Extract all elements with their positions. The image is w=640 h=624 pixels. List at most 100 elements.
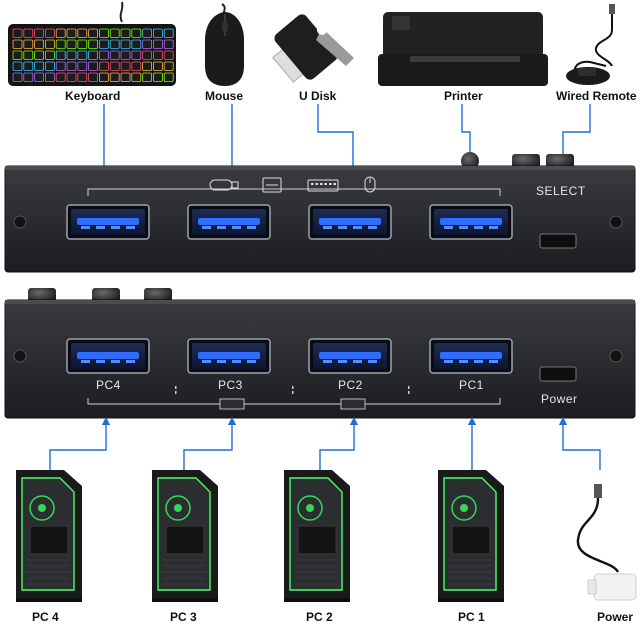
printer-icon <box>262 177 282 193</box>
device-label-printer: Printer <box>444 89 483 103</box>
port-label-pc2: PC2 <box>338 378 363 392</box>
pc-tower-icon-3 <box>284 470 350 602</box>
usb-port-pc2[interactable] <box>308 338 392 374</box>
keyboard-key <box>77 50 88 60</box>
select-button[interactable] <box>512 154 540 168</box>
keyboard-key <box>152 72 163 82</box>
keyboard-key <box>152 61 163 71</box>
usb-port-mouse[interactable] <box>429 204 513 240</box>
keyboard-key <box>152 28 163 38</box>
port-icon <box>340 398 366 410</box>
keyboard-key <box>120 50 131 60</box>
keyboard-key <box>23 72 34 82</box>
printer-icon <box>378 12 548 86</box>
device-label-power: Power <box>597 610 634 624</box>
keyboard-key <box>99 72 109 82</box>
keyboard-key <box>109 50 120 60</box>
keyboard-key <box>109 39 120 49</box>
usb-port-pc4[interactable] <box>66 338 150 374</box>
usb-port-pc1[interactable] <box>429 338 513 374</box>
keyboard-key <box>131 28 142 38</box>
keyboard-key <box>23 28 34 38</box>
select-button[interactable] <box>546 154 574 168</box>
device-label-mouse: Mouse <box>205 89 244 103</box>
keyboard-key <box>34 61 44 71</box>
keyboard-key <box>55 28 66 38</box>
keyboard-key <box>88 39 98 49</box>
keyboard-key <box>55 72 66 82</box>
keyboard-key <box>77 61 88 71</box>
keyboard-key <box>120 28 131 38</box>
keyboard-key <box>99 28 109 38</box>
keyboard-key <box>131 39 142 49</box>
keyboard-key <box>88 50 98 60</box>
power-adapter-icon <box>576 484 637 601</box>
keyboard-key <box>66 39 77 49</box>
keyboard-key <box>163 72 174 82</box>
keyboard-key <box>163 28 174 38</box>
keyboard-key <box>45 72 55 82</box>
mouse-icon <box>364 176 376 193</box>
keyboard-key <box>12 28 23 38</box>
keyboard-key <box>152 50 163 60</box>
keyboard-key <box>23 50 34 60</box>
usb-port-keyboard[interactable] <box>308 204 392 240</box>
keyboard-key <box>120 61 131 71</box>
keyboard-key <box>88 72 98 82</box>
port-icon <box>219 398 245 410</box>
keyboard-key <box>45 28 55 38</box>
keyboard-key <box>163 50 174 60</box>
keyboard-key <box>152 39 163 49</box>
port-label-pc4: PC4 <box>96 378 121 392</box>
device-label-pc2: PC 2 <box>306 610 333 624</box>
pc-select-button[interactable] <box>28 288 56 302</box>
keyboard-key <box>66 50 77 60</box>
pc-tower-icon-2 <box>152 470 218 602</box>
device-label-wired-remote: Wired Remote <box>556 89 637 103</box>
keyboard-key <box>55 61 66 71</box>
keyboard-key <box>77 28 88 38</box>
port-label-pc1: PC1 <box>459 378 484 392</box>
keyboard-key <box>120 39 131 49</box>
keyboard-key <box>99 61 109 71</box>
top-connectors <box>99 104 591 175</box>
keyboard-key <box>45 50 55 60</box>
keyboard-key <box>131 72 142 82</box>
keyboard-key <box>109 61 120 71</box>
keyboard-key <box>12 50 23 60</box>
keyboard-key <box>163 61 174 71</box>
keyboard-key <box>88 28 98 38</box>
device-label-pc1: PC 1 <box>458 610 485 624</box>
keyboard-key <box>34 39 44 49</box>
wired-remote-icon <box>566 4 615 85</box>
keyboard-icon <box>307 179 339 192</box>
keyboard-key <box>55 39 66 49</box>
pc-select-button[interactable] <box>92 288 120 302</box>
usb-port-usb-plug[interactable] <box>66 204 150 240</box>
usb-plug-icon <box>209 179 239 191</box>
pc-tower-icon-1 <box>16 470 82 602</box>
keyboard-key <box>23 39 34 49</box>
keyboard-key <box>66 61 77 71</box>
device-label-pc4: PC 4 <box>32 610 59 624</box>
keyboard-key <box>142 39 153 49</box>
keyboard-key <box>66 28 77 38</box>
keyboard-key <box>142 61 153 71</box>
keyboard-key <box>142 50 153 60</box>
keyboard-key <box>12 39 23 49</box>
power-port-label: Power <box>541 392 578 406</box>
select-label: SELECT <box>536 184 586 198</box>
keyboard-key <box>77 72 88 82</box>
usb-port-printer[interactable] <box>187 204 271 240</box>
keyboard-key <box>66 72 77 82</box>
mouse-icon <box>205 3 244 86</box>
keyboard-key <box>120 72 131 82</box>
keyboard-key <box>12 61 23 71</box>
bottom-connectors <box>49 416 601 470</box>
keyboard-key <box>45 61 55 71</box>
usb-port-pc3[interactable] <box>187 338 271 374</box>
usb-drive-icon <box>272 14 354 83</box>
pc-select-button[interactable] <box>144 288 172 302</box>
keyboard-icon <box>8 1 176 86</box>
keyboard-key <box>142 72 153 82</box>
